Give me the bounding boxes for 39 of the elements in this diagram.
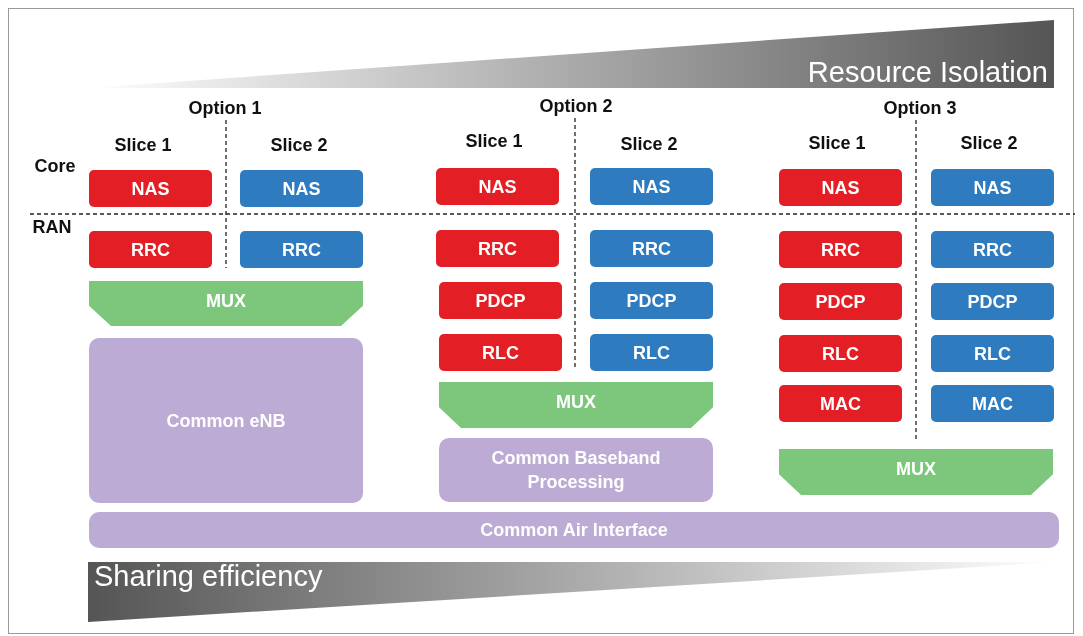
layer-box: PDCP: [439, 282, 562, 319]
slice-heading: Slice 1: [465, 131, 523, 152]
layer-box: RLC: [779, 335, 902, 372]
layer-label: Core: [34, 156, 76, 177]
column-heading: Option 2: [539, 96, 613, 117]
layer-box: RRC: [240, 231, 363, 268]
layer-box: RRC: [436, 230, 559, 267]
layer-box: RLC: [931, 335, 1054, 372]
slice-heading: Slice 1: [114, 135, 172, 156]
layer-box: RRC: [590, 230, 713, 267]
layer-label: RAN: [32, 217, 72, 238]
layer-box: PDCP: [590, 282, 713, 319]
mux-trapezoid: MUX: [89, 281, 363, 326]
layer-box: MAC: [779, 385, 902, 422]
layer-box: MAC: [931, 385, 1054, 422]
mux-trapezoid: MUX: [779, 449, 1053, 495]
shared-layer-box: Common eNB: [89, 338, 363, 503]
layer-box: NAS: [240, 170, 363, 207]
layer-box: RLC: [439, 334, 562, 371]
shared-layer-box: Common Baseband Processing: [439, 438, 713, 502]
layer-box: NAS: [89, 170, 212, 207]
slice-heading: Slice 2: [620, 134, 678, 155]
shared-layer-box: Common Air Interface: [89, 512, 1059, 548]
layer-box: RLC: [590, 334, 713, 371]
layer-box: PDCP: [779, 283, 902, 320]
layer-box: NAS: [436, 168, 559, 205]
layer-box: PDCP: [931, 283, 1054, 320]
column-heading: Option 1: [188, 98, 262, 119]
column-heading: Option 3: [883, 98, 957, 119]
layer-box: NAS: [931, 169, 1054, 206]
layer-box: NAS: [590, 168, 713, 205]
layer-box: NAS: [779, 169, 902, 206]
slice-heading: Slice 2: [960, 133, 1018, 154]
layer-box: RRC: [779, 231, 902, 268]
mux-trapezoid: MUX: [439, 382, 713, 428]
layer-box: RRC: [89, 231, 212, 268]
slice-heading: Slice 2: [270, 135, 328, 156]
slice-heading: Slice 1: [808, 133, 866, 154]
layer-box: RRC: [931, 231, 1054, 268]
